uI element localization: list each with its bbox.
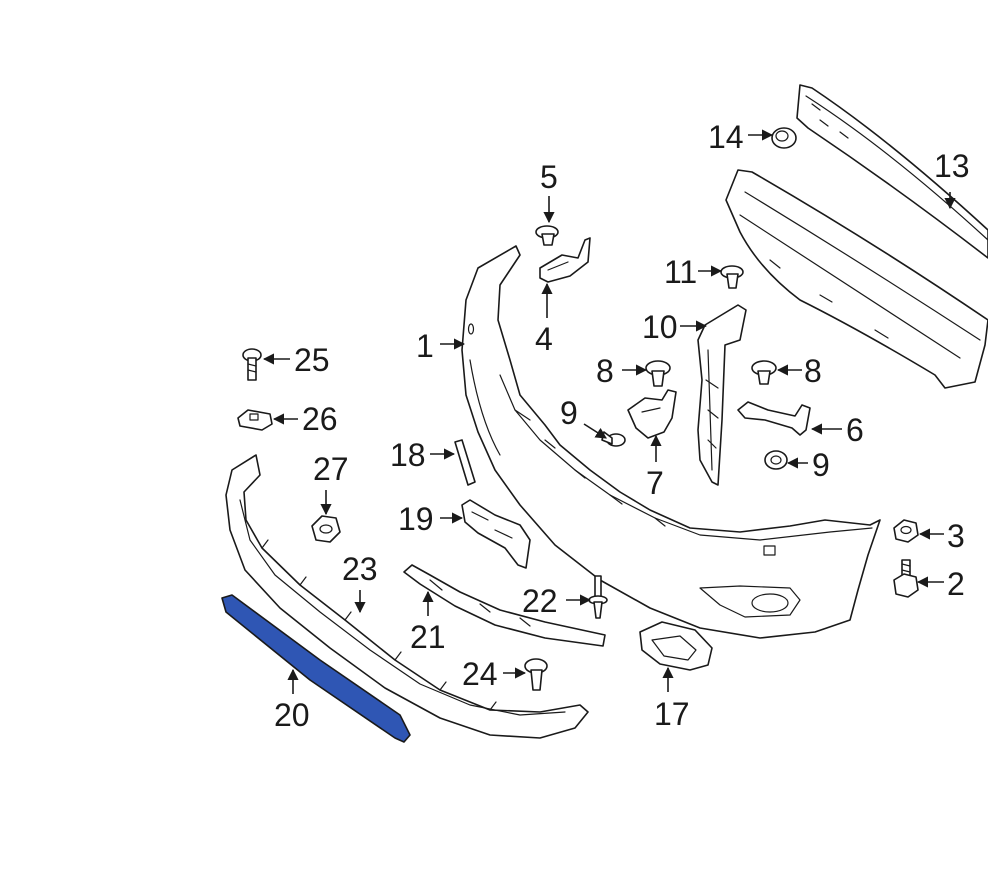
- trim-strip-part-20[interactable]: [221, 594, 411, 743]
- callout-labels: 1 2 3 4 5 6 7 8 8 9 9 10 11 13 14 17 18 …: [274, 119, 970, 733]
- callout-24: 24: [462, 656, 498, 692]
- callout-18: 18: [390, 437, 426, 473]
- clip-part-8-right[interactable]: [751, 360, 777, 385]
- clip-part-11[interactable]: [720, 265, 744, 289]
- callout-3: 3: [947, 518, 965, 554]
- callout-25: 25: [294, 342, 330, 378]
- bolt-part-25[interactable]: [242, 348, 262, 381]
- callout-22: 22: [522, 583, 558, 619]
- reflector-part-18[interactable]: [454, 439, 476, 486]
- clip-part-8-left[interactable]: [645, 360, 671, 387]
- bumper-cover[interactable]: [461, 245, 881, 639]
- callout-9-left: 9: [560, 395, 578, 431]
- callout-8-right: 8: [804, 353, 822, 389]
- clip-part-9-right[interactable]: [764, 450, 788, 470]
- fog-lamp-bezel[interactable]: [639, 621, 713, 671]
- clip-part-9-left[interactable]: [601, 431, 626, 447]
- callout-14: 14: [708, 119, 744, 155]
- fastener-part-5[interactable]: [535, 225, 559, 246]
- bracket-part-7[interactable]: [627, 389, 677, 439]
- clip-part-24[interactable]: [524, 658, 548, 691]
- side-bracket-part-4[interactable]: [539, 237, 591, 283]
- callout-9-right: 9: [812, 447, 830, 483]
- leader-lines: [262, 129, 956, 694]
- callout-5: 5: [540, 159, 558, 195]
- nut-part-27[interactable]: [311, 515, 341, 543]
- bolt-part-2[interactable]: [893, 559, 919, 598]
- callout-4: 4: [535, 321, 553, 357]
- bracket-part-19[interactable]: [461, 499, 531, 569]
- callout-6: 6: [846, 412, 864, 448]
- clip-nut-part-26[interactable]: [237, 409, 273, 431]
- callout-11: 11: [664, 254, 697, 290]
- callout-20: 20: [274, 697, 310, 733]
- molding-strip-part-21[interactable]: [403, 564, 606, 647]
- callout-27: 27: [313, 451, 349, 487]
- callout-23: 23: [342, 551, 378, 587]
- callout-10: 10: [642, 309, 678, 345]
- cap-part-14[interactable]: [771, 127, 797, 149]
- callout-7: 7: [646, 465, 664, 501]
- callout-19: 19: [398, 501, 434, 537]
- callout-2: 2: [947, 566, 965, 602]
- bracket-part-6[interactable]: [737, 401, 811, 436]
- callout-17: 17: [654, 696, 690, 732]
- reinforcement-bar[interactable]: [796, 84, 988, 259]
- vertical-bracket-part-10[interactable]: [697, 304, 747, 486]
- callout-1: 1: [416, 328, 434, 364]
- callout-13: 13: [934, 148, 970, 184]
- callout-8-left: 8: [596, 353, 614, 389]
- lower-valance-part-23[interactable]: [225, 454, 589, 739]
- energy-absorber[interactable]: [725, 169, 988, 389]
- callout-26: 26: [302, 401, 338, 437]
- callout-21: 21: [410, 619, 446, 655]
- nut-part-3[interactable]: [893, 519, 919, 543]
